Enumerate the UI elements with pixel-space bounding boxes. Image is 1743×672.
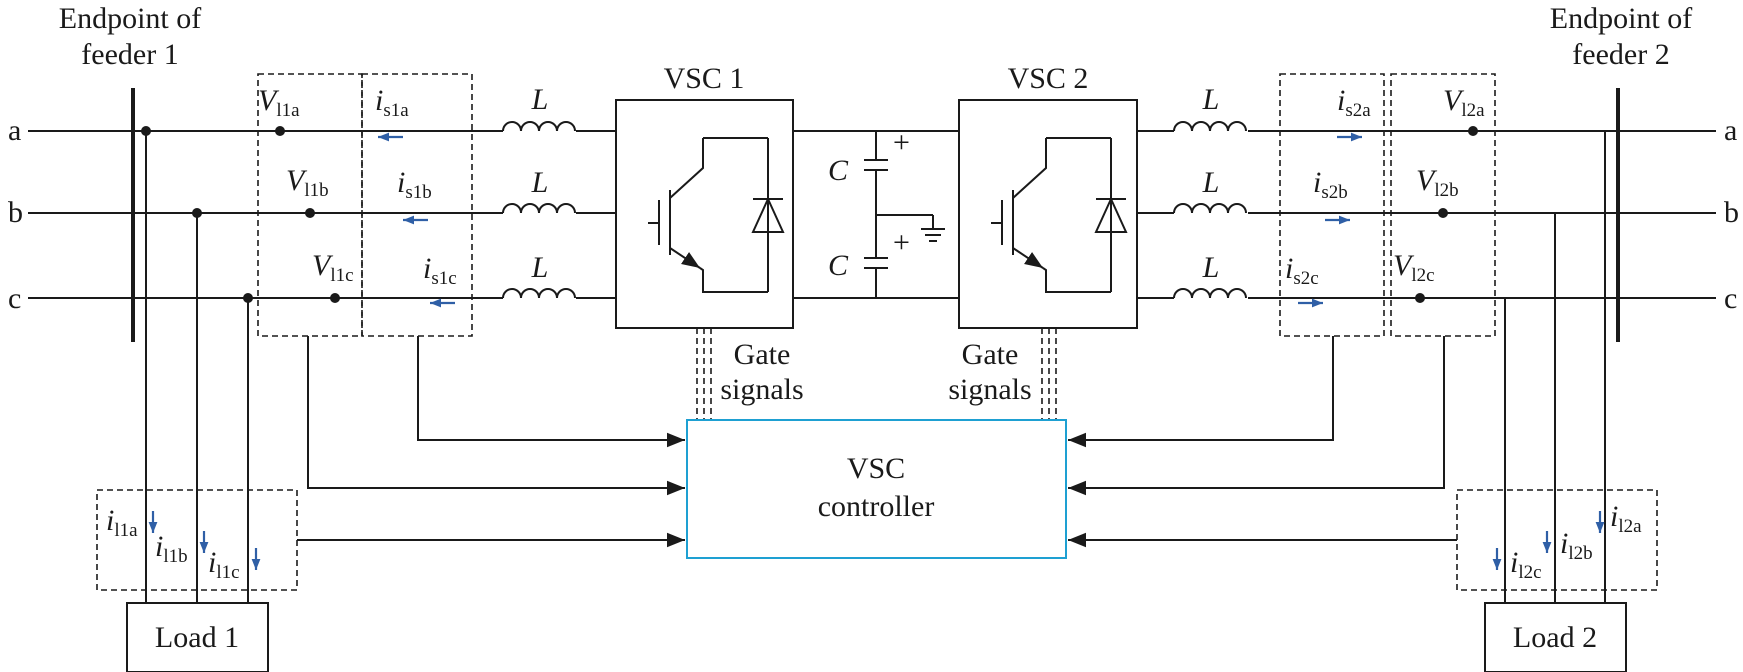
phase-a-right-label: a bbox=[1724, 114, 1737, 147]
load2-box bbox=[1484, 602, 1627, 672]
v-l2c-label: Vl2c bbox=[1393, 249, 1435, 286]
i-l1c-label: il1c bbox=[208, 546, 240, 583]
igbt-diode-icon bbox=[991, 137, 1128, 293]
i-s1-measurement-box bbox=[361, 73, 473, 337]
gate-signals-vsc2-line2: signals bbox=[948, 373, 1031, 406]
inductor-right-c-label: L bbox=[1202, 251, 1220, 284]
v-l1a-label: Vl1a bbox=[258, 84, 300, 121]
v-l1c-label: Vl1c bbox=[312, 249, 354, 286]
dc-link bbox=[793, 130, 959, 299]
i-s1c-label: is1c bbox=[423, 252, 457, 289]
load2-feed-lines bbox=[1504, 131, 1606, 603]
feeder1-label-line1: Endpoint of bbox=[59, 2, 202, 35]
i-l1b-label: il1b bbox=[155, 530, 188, 567]
load2-label: Load 2 bbox=[1513, 621, 1597, 654]
inductor-left-b-label: L bbox=[531, 166, 549, 199]
load1-label: Load 1 bbox=[155, 621, 239, 654]
i-s1b-label: is1b bbox=[397, 166, 432, 203]
i-l2-direction-arrows bbox=[1492, 511, 1605, 570]
v-l2a-label: Vl2a bbox=[1443, 84, 1485, 121]
load1-box bbox=[126, 602, 269, 672]
inductor-left-c bbox=[502, 288, 576, 299]
inductor-right-c bbox=[1173, 288, 1247, 299]
phase-c-right-label: c bbox=[1724, 282, 1737, 315]
igbt-diode-icon bbox=[648, 137, 785, 293]
i-l1-direction-arrows bbox=[148, 511, 261, 570]
load1-feed-lines bbox=[145, 131, 249, 603]
i-s2c-label: is2c bbox=[1285, 252, 1319, 289]
vsc1-box bbox=[615, 99, 794, 329]
feeder2-label-line2: feeder 2 bbox=[1572, 38, 1669, 71]
i-l1a-label: il1a bbox=[106, 504, 138, 541]
i-s2b-label: is2b bbox=[1313, 166, 1348, 203]
right-phase-lines bbox=[1137, 130, 1716, 299]
i-l2-measurement-box bbox=[1456, 489, 1658, 591]
phase-b-left-label: b bbox=[8, 196, 23, 229]
capacitor-lower-label: C bbox=[828, 249, 849, 282]
v-l2c-node bbox=[1415, 293, 1425, 303]
v-l2b-label: Vl2b bbox=[1416, 164, 1459, 201]
i-s2-measurement-box bbox=[1279, 73, 1385, 337]
i-l2c-label: il2c bbox=[1510, 546, 1542, 583]
ground-icon bbox=[921, 215, 945, 242]
gate-signals-vsc2-line1: Gate bbox=[962, 338, 1019, 371]
gate-signals-vsc1-line1: Gate bbox=[734, 338, 791, 371]
vsc1-title: VSC 1 bbox=[664, 62, 745, 95]
inductor-left-a bbox=[502, 121, 576, 132]
vsc-controller-label-line1: VSC bbox=[847, 452, 905, 485]
i-s2-direction-arrows bbox=[1298, 132, 1362, 308]
inductor-left-c-label: L bbox=[531, 251, 549, 284]
inductor-right-b-label: L bbox=[1202, 166, 1220, 199]
i-s1a-label: is1a bbox=[375, 84, 409, 121]
feeder1-label-line2: feeder 1 bbox=[81, 38, 178, 71]
gate-signal-lines-vsc1 bbox=[696, 328, 712, 420]
phase-a-left-label: a bbox=[8, 114, 21, 147]
inductor-right-a-label: L bbox=[1202, 83, 1220, 116]
phase-c-left-label: c bbox=[8, 282, 21, 315]
i-s1-direction-arrows bbox=[378, 132, 455, 308]
vsc-controller-box bbox=[686, 419, 1067, 559]
capacitor-lower-polarity: + bbox=[893, 226, 910, 259]
v-l1a-node bbox=[275, 126, 285, 136]
v-l2a-node bbox=[1468, 126, 1478, 136]
v-l1b-node bbox=[305, 208, 315, 218]
i-l2b-label: il2b bbox=[1560, 527, 1593, 564]
inductor-left-a-label: L bbox=[531, 83, 549, 116]
vsc2-title: VSC 2 bbox=[1008, 62, 1089, 95]
i-s2a-label: is2a bbox=[1337, 84, 1371, 121]
i-l2a-label: il2a bbox=[1610, 500, 1642, 537]
gate-signals-vsc1-line2: signals bbox=[720, 373, 803, 406]
vsc-controller-label-line2: controller bbox=[818, 490, 935, 523]
feeder2-label-line1: Endpoint of bbox=[1550, 2, 1693, 35]
inductor-left-b bbox=[502, 203, 576, 214]
left-phase-lines bbox=[28, 130, 616, 299]
inductor-right-a bbox=[1173, 121, 1247, 132]
capacitor-upper-label: C bbox=[828, 154, 849, 187]
left-measurement-arrows bbox=[297, 336, 685, 548]
gate-signal-lines-vsc2 bbox=[1041, 328, 1057, 420]
right-measurement-arrows bbox=[1068, 336, 1457, 548]
capacitor-upper-polarity: + bbox=[893, 126, 910, 159]
v-l1c-node bbox=[330, 293, 340, 303]
v-l1b-label: Vl1b bbox=[286, 164, 329, 201]
phase-b-right-label: b bbox=[1724, 196, 1739, 229]
v-l2b-node bbox=[1438, 208, 1448, 218]
inductor-right-b bbox=[1173, 203, 1247, 214]
v-l2-measurement-box bbox=[1390, 73, 1496, 337]
